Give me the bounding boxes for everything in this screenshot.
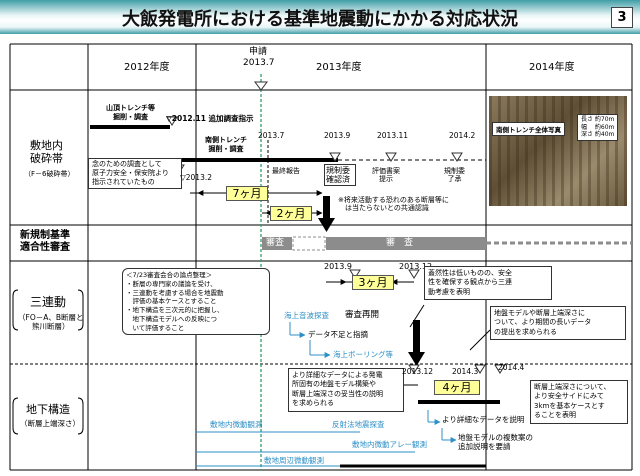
review-label-1: 審査: [266, 238, 285, 248]
date-2013-9: 2013.9: [324, 131, 351, 140]
seven-months-badge: 7ヶ月: [226, 186, 268, 201]
fault-depth-decision-box: 断層上端深さについて、 より安全サイドにみて 3kmを基本ケースとす ることを表…: [530, 380, 628, 424]
sea-survey: 海上音波探査: [284, 311, 329, 320]
four-months-badge: 4ヶ月: [434, 380, 480, 395]
regulation-committee-box: 規制委 確認済: [324, 164, 356, 187]
data-lack: データ不足と指摘: [308, 330, 368, 339]
row-sub-underground: （断層上端深さ）: [20, 419, 80, 428]
consensus-note: ※将来活動する恐れのある断層等に は当たらないとの共通認識: [338, 196, 449, 213]
date-2014-2: 2014.2: [449, 131, 476, 140]
date-2013-11: 2013.11: [377, 131, 409, 140]
final-report: 最終報告: [272, 167, 300, 175]
page-title: 大飯発電所における基準地震動にかかる対応状況: [122, 9, 518, 30]
fault-note-box: 念のための調査として 原子力安全・保安院より 指示されていたもの: [88, 158, 182, 190]
three-faults-eval-box: 蓋然性は低いものの、安全 性を確保する観点から三連 動考慮を表明: [424, 266, 552, 301]
year-2012-label: 2012年度: [124, 62, 170, 73]
date-2013-12-b: 2013.12: [399, 262, 433, 271]
date-2013-2: ▽2013.2: [180, 173, 213, 182]
two-months-badge: 2ヶ月: [270, 206, 312, 221]
sea-boring: 海上ボーリング等: [333, 350, 393, 359]
row-label-underground: 地下構造: [26, 403, 70, 416]
reflection-survey: 反射法地震探査: [332, 420, 385, 429]
site-observation: 敷地内微動観測: [210, 420, 263, 429]
photo-caption: 南側トレンチ全体写真: [492, 122, 565, 136]
additional-order: ▽2012.11 追加調査指示: [166, 114, 254, 123]
row-label-new-standard: 新規制基準 適合性審査: [20, 230, 70, 253]
page-number: 3: [611, 7, 633, 28]
date-2013-7: 2013.7: [258, 131, 285, 140]
eval-draft: 評価書案 提示: [372, 167, 400, 184]
regulation-approval: 規制委 了承: [444, 167, 465, 184]
review-point-note: ＜7/23審査会合の論点整理＞ ・断層の専門家の議論を受け、 ・三連動を考慮する…: [122, 268, 270, 336]
detail-request-box: より詳細なデータによる発電 所固有の地盤モデル構築や 断層上端深さの妥当性の説明…: [288, 368, 404, 412]
trench-survey-label: 山頂トレンチ等 掘削・調査: [106, 104, 155, 122]
review-label-2: 審 査: [386, 238, 414, 248]
site-array-observation: 敷地内微動アレー観測: [352, 440, 427, 449]
three-months-badge: 3ヶ月: [352, 275, 394, 290]
title-bar: [0, 0, 640, 34]
row-sub-three-faults: （FO－A、B断層と 熊川断層）: [18, 313, 84, 331]
ground-model-request: 地盤モデルの複数案の 追加説明を要請: [458, 433, 533, 451]
row-label-three-faults: 三連動: [30, 295, 67, 309]
three-faults-bracket: [12, 289, 84, 331]
data-request-box: 地盤モデルや断層上端深さに ついて、より期間の長いデータ の提出を求められる: [490, 306, 626, 341]
photo-dims: 長さ 約70m 幅 約60m 深さ 約40m: [577, 114, 619, 141]
year-2013-label: 2013年度: [316, 62, 362, 73]
south-trench-photo: [489, 96, 627, 206]
application-label: 申請: [249, 47, 268, 57]
review-resume: 審査再開: [345, 310, 380, 320]
surrounding-observation: 敷地周辺微動観測: [264, 456, 324, 465]
underground-bracket: [12, 397, 84, 435]
year-2014-label: 2014年度: [529, 62, 575, 73]
date-2014-4: 2014.4: [498, 363, 525, 372]
row-sub-fault-zone: （F－6破砕帯）: [24, 170, 75, 178]
detail-data: より詳細なデータを説明: [442, 415, 525, 424]
date-2013-9-b: 2013.9: [324, 262, 352, 271]
application-date: 2013.7: [243, 58, 275, 68]
south-trench-label: 南側トレンチ 掘削・調査: [205, 136, 247, 154]
date-2013-12-c: 2013.12: [402, 367, 434, 376]
date-2014-3: 2014.3: [452, 367, 479, 376]
row-label-fault-zone: 敷地内 破砕帯: [30, 139, 63, 165]
